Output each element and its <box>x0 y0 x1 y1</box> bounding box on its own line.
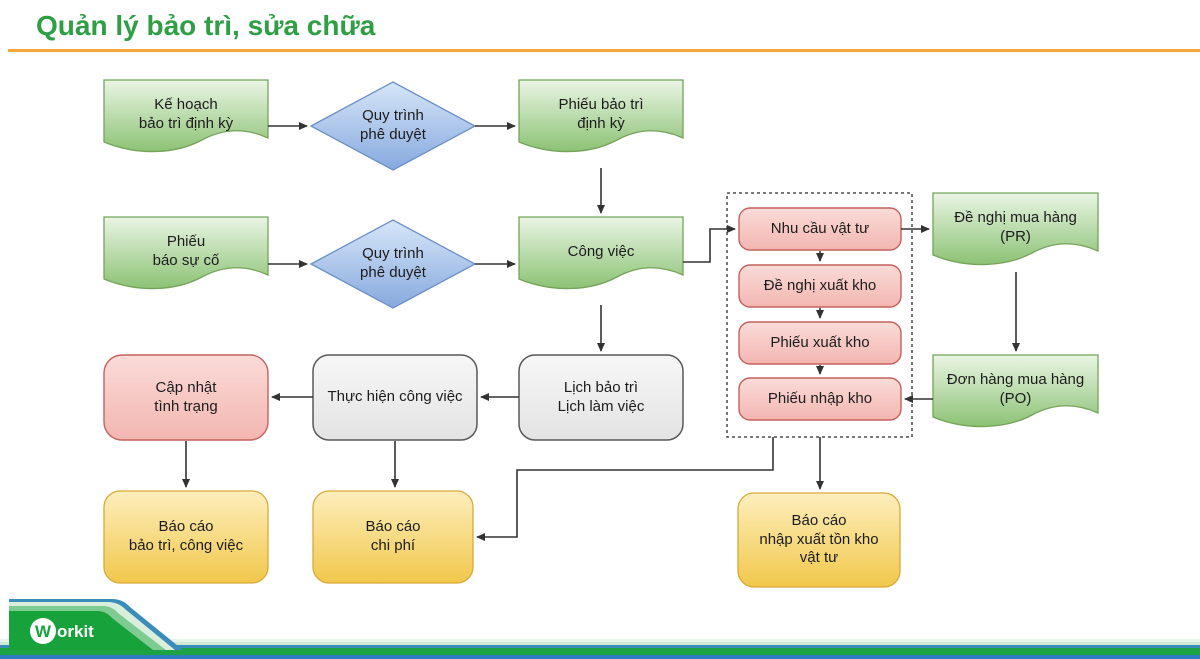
workit-logo: W orkit <box>30 618 94 644</box>
schedule-box <box>518 354 684 441</box>
materials-group-border <box>726 192 913 438</box>
ticket-document-shape <box>518 79 684 153</box>
po-document-shape <box>932 354 1099 428</box>
approve1-decision-shape <box>309 81 477 171</box>
status-update-box <box>103 354 269 441</box>
report-cost-box <box>312 490 474 584</box>
footer-ribbon: W orkit <box>0 599 1200 659</box>
workit-logo-initial: W <box>35 622 52 641</box>
pr-document-shape <box>932 192 1099 266</box>
issue-request-box <box>738 264 902 308</box>
workit-logo-text: orkit <box>57 622 94 641</box>
receipt-note-box <box>738 377 902 421</box>
report-inventory-box <box>737 492 901 588</box>
report-maintenance-box <box>103 490 269 584</box>
work-document-shape <box>518 216 684 290</box>
flow-arrows <box>182 122 1020 541</box>
page-title: Quản lý bảo trì, sửa chữa <box>36 10 376 41</box>
issue-note-box <box>738 321 902 365</box>
title-underline <box>8 49 1200 52</box>
approve2-decision-shape <box>309 219 477 309</box>
material-need-box <box>738 207 902 251</box>
execute-box <box>312 354 478 441</box>
incident-document-shape <box>103 216 269 290</box>
workit-logo-mark <box>30 618 56 644</box>
plan-document-shape <box>103 79 269 153</box>
